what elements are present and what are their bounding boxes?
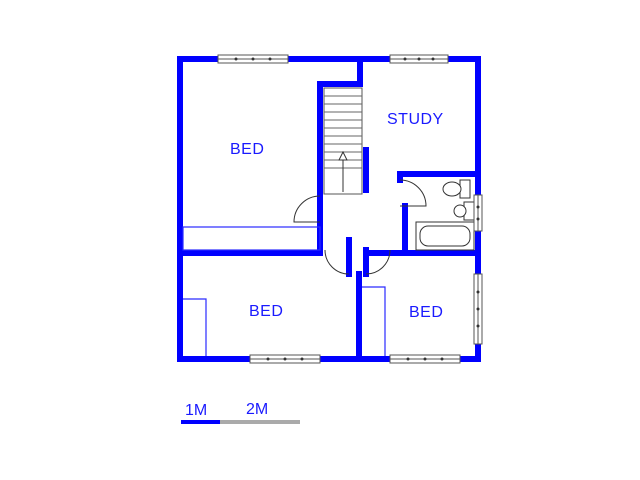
- staircase: [323, 87, 363, 195]
- windows: [217, 54, 483, 364]
- room-label-study: STUDY: [387, 111, 444, 128]
- room-label-bed-bottom-right: BED: [409, 304, 443, 321]
- door-swings: [293, 179, 427, 275]
- scale-label-1m: 1M: [185, 402, 207, 419]
- bathroom-fixtures: [415, 179, 475, 251]
- window-top-left: [217, 54, 289, 64]
- window-bottom-left: [249, 354, 321, 364]
- stair-arrow-head: [338, 150, 348, 161]
- closets: [182, 226, 386, 356]
- window-right-bathroom: [473, 194, 483, 232]
- scale-bar: 1M 2M: [181, 401, 300, 424]
- window-top-right: [389, 54, 449, 64]
- room-label-bed-top-left: BED: [230, 141, 264, 158]
- window-right-bedroom: [473, 273, 483, 345]
- interior-walls: [177, 56, 481, 362]
- window-bottom-right: [389, 354, 461, 364]
- room-label-bed-bottom-left: BED: [249, 303, 283, 320]
- scale-label-2m: 2M: [246, 401, 268, 418]
